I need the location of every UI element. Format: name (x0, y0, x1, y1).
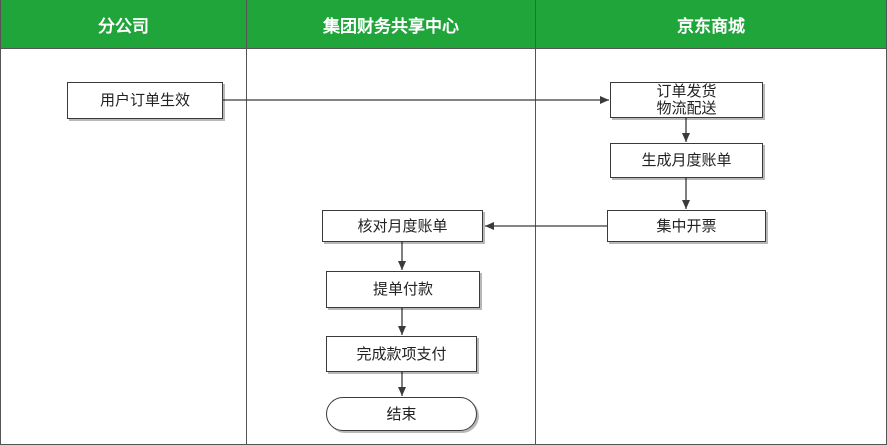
lane-title-finance: 集团财务共享中心 (323, 16, 459, 37)
node-verify-bill-label: 核对月度账单 (357, 216, 448, 235)
lane-header-jd: 京东商城 (536, 0, 886, 48)
node-ship-label-1: 订单发货 (656, 82, 717, 100)
node-submit-pay-label: 提单付款 (372, 280, 433, 298)
node-end-label: 结束 (386, 404, 417, 423)
node-ship-label-2: 物流配送 (656, 99, 717, 117)
lane-header-finance: 集团财务共享中心 (247, 0, 535, 48)
node-verify-bill: 核对月度账单 (322, 210, 483, 242)
lane-title-jd: 京东商城 (677, 16, 745, 37)
node-invoice-label: 集中开票 (656, 216, 717, 235)
lane-title-branch: 分公司 (98, 16, 149, 37)
node-invoice: 集中开票 (607, 210, 766, 242)
node-submit-pay: 提单付款 (326, 271, 480, 308)
node-complete-pay-label: 完成款项支付 (356, 344, 447, 363)
node-order-effective-label: 用户订单生效 (99, 91, 190, 109)
node-end: 结束 (326, 397, 477, 431)
node-ship: 订单发货 物流配送 (610, 82, 763, 118)
node-gen-bill: 生成月度账单 (610, 143, 763, 178)
node-complete-pay: 完成款项支付 (326, 336, 477, 372)
node-order-effective: 用户订单生效 (67, 82, 223, 119)
node-gen-bill-label: 生成月度账单 (641, 151, 732, 169)
lane-header-branch: 分公司 (1, 0, 246, 48)
